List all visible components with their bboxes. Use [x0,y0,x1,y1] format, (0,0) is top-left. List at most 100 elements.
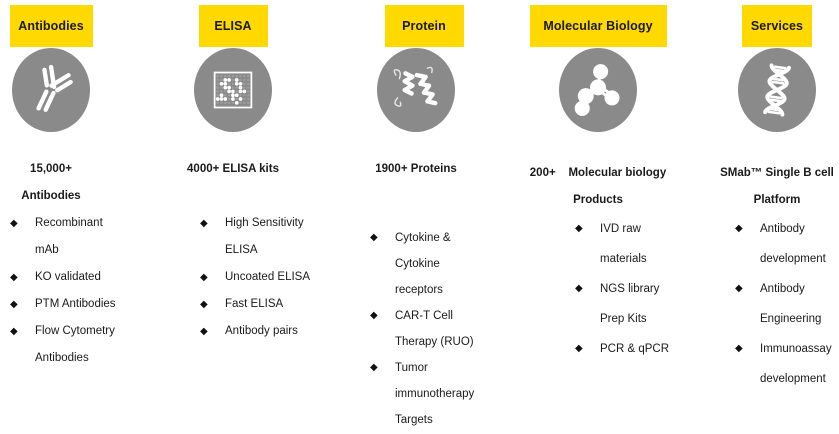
diamond-bullet-icon: ◆ [370,232,378,243]
diamond-bullet-icon: ◆ [10,218,18,229]
diamond-bullet-icon: ◆ [200,326,208,337]
list-item-line: High Sensitivity [225,217,304,229]
list-item-line: Immunoassay [760,343,832,355]
category-chip-label: Antibodies [18,19,84,33]
list-item-line: Cytokine & [395,232,451,244]
list-item-line: development [760,373,826,385]
category-chip-molecular-biology[interactable]: Molecular Biology [529,5,667,47]
list-item-line: PTM Antibodies [35,298,116,310]
diamond-bullet-icon: ◆ [200,272,208,283]
list-item-line: Therapy (RUO) [395,336,474,348]
list-item-line: Recombinant [35,217,103,229]
diamond-bullet-icon: ◆ [735,343,743,354]
diamond-bullet-icon: ◆ [10,326,18,337]
diamond-bullet-icon: ◆ [575,223,583,234]
list-item: ◆ KO validated [8,264,116,291]
list-item-line: Antibodies [35,352,89,364]
list-item-line: Prep Kits [600,313,647,325]
diamond-bullet-icon: ◆ [10,272,18,283]
list-item: ◆ PTM Antibodies [8,291,116,318]
molecule-icon [574,64,620,116]
diamond-bullet-icon: ◆ [10,299,18,310]
list-item: ◆ PCR & qPCR [573,334,669,364]
list-item-line: Flow Cytometry [35,325,115,337]
list-item-line: immunotherapy [395,388,475,400]
heading-line: 1900+ Proteins [375,163,457,175]
list-item-line: PCR & qPCR [600,343,670,355]
category-chip-antibodies[interactable]: Antibodies [9,5,93,47]
list-item-line: CAR-T Cell [395,310,453,322]
dna-helix-icon [763,63,791,117]
list-item: ◆ Uncoated ELISA [198,264,310,291]
column-heading: 1900+ Proteins [375,156,457,183]
category-icon-circle [12,48,90,132]
list-item: ◆Fast ELISA [198,291,310,318]
column-heading: 15,000+ Antibodies [21,156,80,210]
category-icon-circle [194,48,272,132]
diamond-bullet-icon: ◆ [200,299,208,310]
list-item-line: Uncoated ELISA [225,271,311,283]
list-item-line: materials [600,253,647,265]
list-item-line: Targets [395,414,433,426]
heading-line: 4000+ ELISA kits [187,163,279,175]
list-item-line: Cytokine [395,258,440,270]
category-chip-protein[interactable]: Protein [384,5,464,47]
diamond-bullet-icon: ◆ [735,283,743,294]
category-icon-circle [559,48,637,132]
list-item-line: ELISA [225,244,258,256]
list-item: ◆ Antibody development [733,214,832,274]
heading-line: SMab™ Single B cell [720,167,834,179]
category-chip-services[interactable]: Services [742,5,812,47]
heading-line: Products [573,194,623,206]
list-item-line: Engineering [760,313,822,325]
list-item: ◆ Immunoassay development [733,334,832,394]
list-item-line: KO validated [35,271,101,283]
heading-line: Antibodies [21,190,81,202]
diamond-bullet-icon: ◆ [200,218,208,229]
list-item-line: Antibody [760,223,805,235]
list-item-line: NGS library [600,283,660,295]
list-item-line: development [760,253,826,265]
heading-line: 15,000+ [30,163,72,175]
category-chip-label: Services [750,19,804,33]
diamond-bullet-icon: ◆ [735,223,743,234]
heading-line: 200+ Molecular biology [529,167,667,179]
list-item: ◆ Recombinant mAb [8,210,116,264]
heading-line: Platform [753,194,801,206]
list-item-line: receptors [395,284,443,296]
diamond-bullet-icon: ◆ [575,283,583,294]
protein-helix-icon [393,66,438,107]
category-icon-circle [738,48,816,132]
list-item: ◆ Antibody pairs [198,318,310,345]
list-item-line: Antibody pairs [225,325,298,337]
list-item-line: Tumor [395,362,428,374]
category-icon-circle [377,48,455,132]
elisa-plate-icon [213,71,253,109]
category-chip-elisa[interactable]: ELISA [198,5,268,47]
antibody-icon [36,64,73,112]
list-item: ◆ Cytokine & Cytokine receptors [368,225,474,303]
list-item-line: mAb [35,244,59,256]
column-list: ◆ Recombinant mAb ◆ KO validated ◆ PTM Antibod… [8,210,116,372]
column-heading: 4000+ ELISA kits [187,156,279,183]
list-item-line: Antibody [760,283,805,295]
diamond-bullet-icon: ◆ [575,343,583,354]
category-chip-label: Molecular Biology [543,19,653,33]
